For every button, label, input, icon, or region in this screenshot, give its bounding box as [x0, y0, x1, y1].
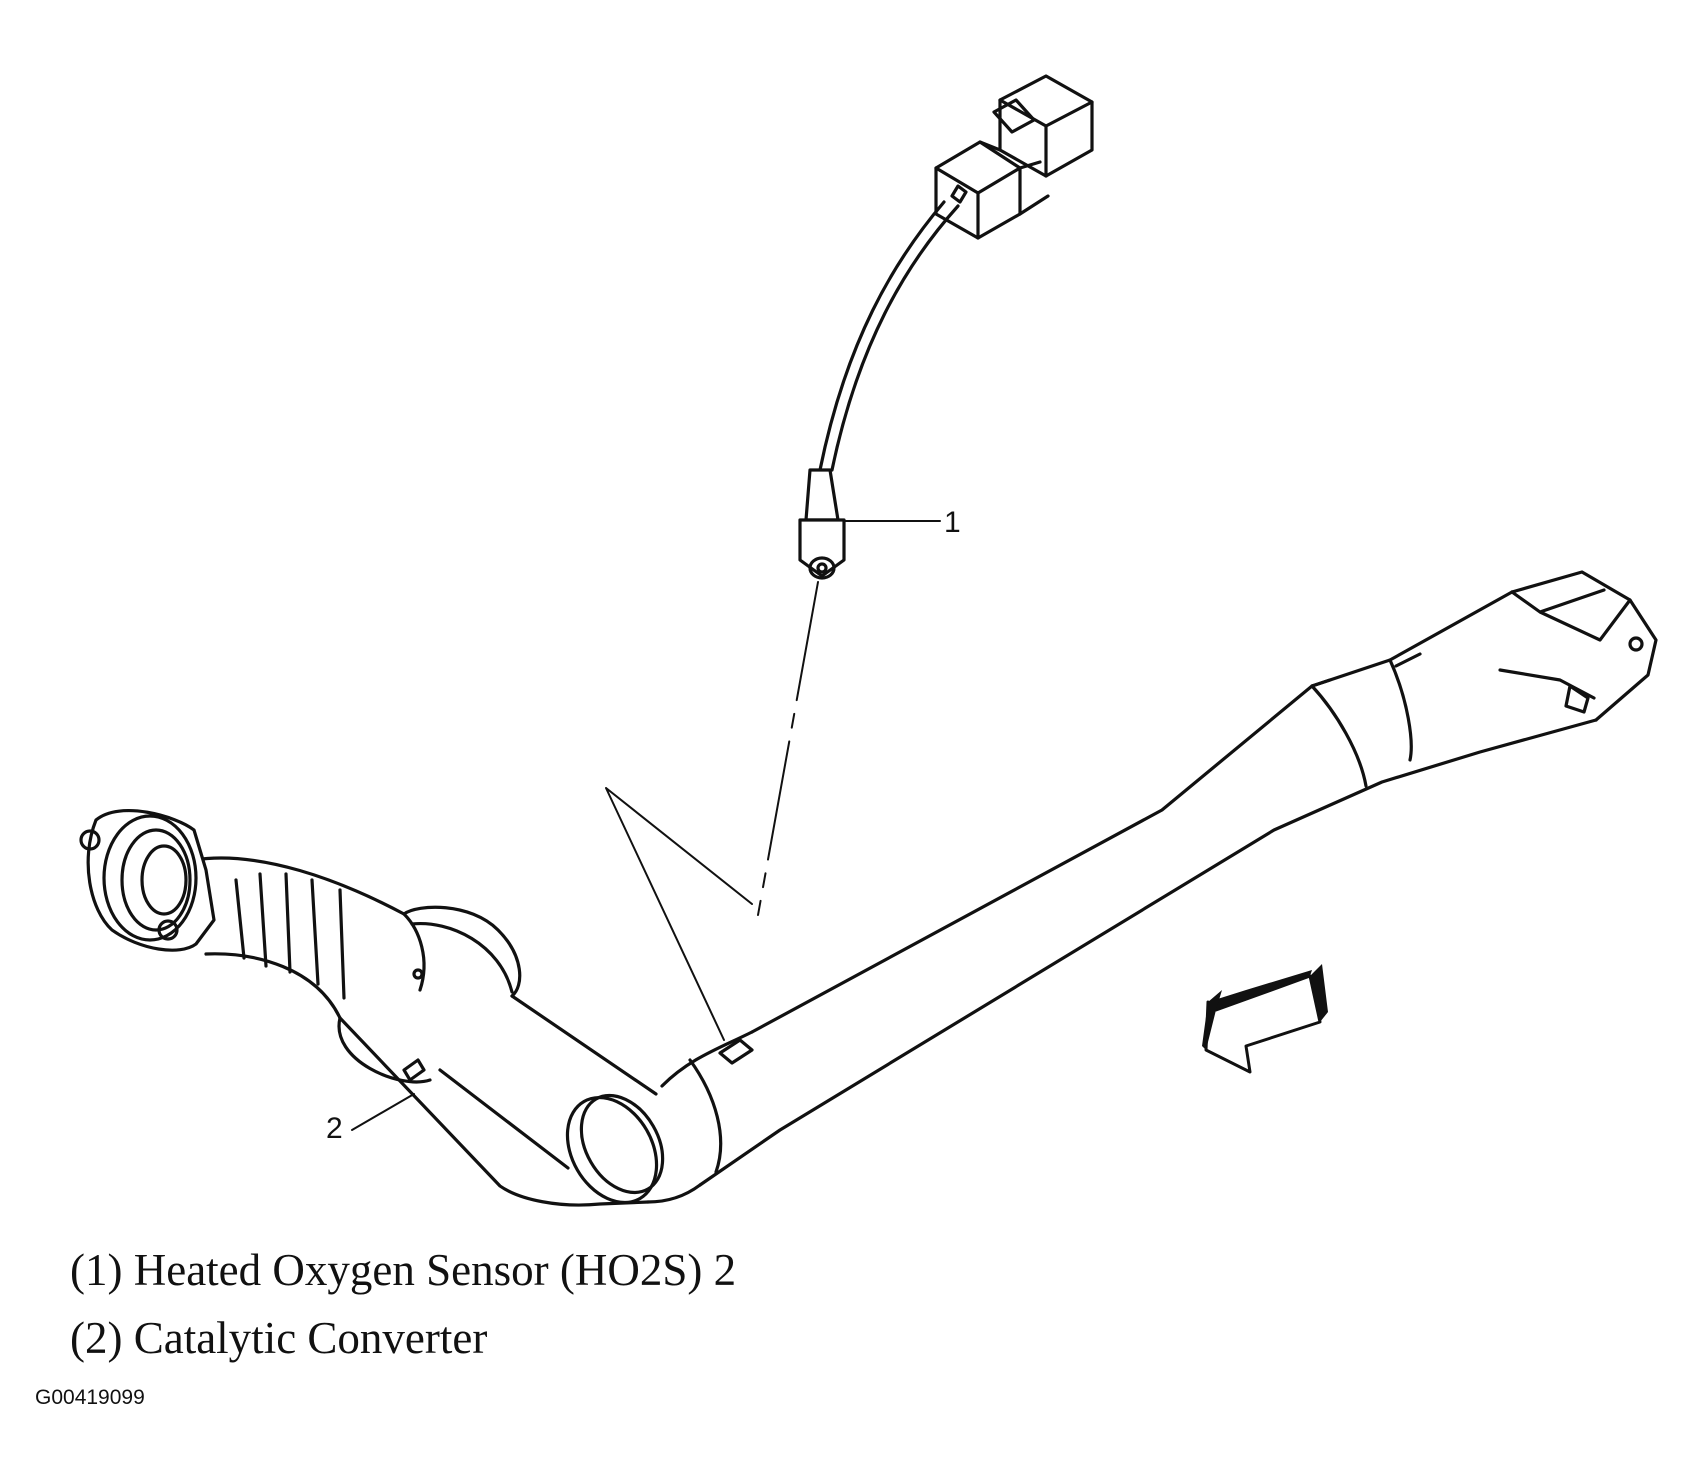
callout-2-label: 2 [326, 1112, 343, 1145]
oxygen-sensor [757, 74, 1094, 916]
callout-1-label: 1 [944, 506, 961, 539]
catalytic-converter [337, 905, 665, 1207]
inlet-pipe [192, 856, 426, 1020]
sensor-connector [934, 74, 1094, 240]
figure-id: G00419099 [35, 1386, 145, 1409]
sensor-wire [830, 204, 960, 472]
front-direction-arrow-icon [1202, 964, 1328, 1074]
sensor-body [798, 468, 846, 580]
exhaust-pipe [646, 570, 1658, 1204]
sensor-location-leader [605, 787, 753, 1041]
legend-item-1: (1) Heated Oxygen Sensor (HO2S) 2 [70, 1245, 737, 1295]
inlet-flange [79, 809, 216, 952]
legend-item-2: (2) Catalytic Converter [70, 1313, 488, 1363]
